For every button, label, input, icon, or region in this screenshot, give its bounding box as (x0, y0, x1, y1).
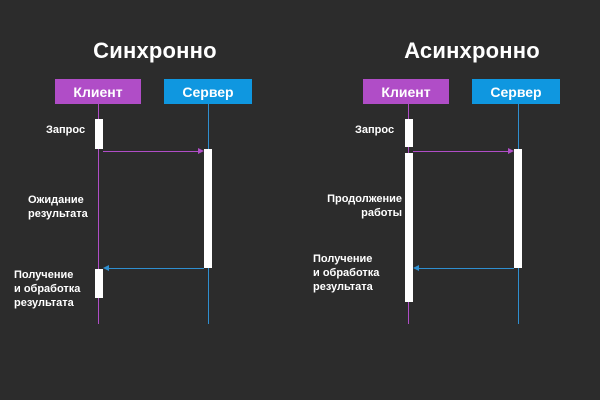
sync-client-box: Клиент (55, 79, 141, 104)
async-server-label: Сервер (490, 83, 542, 100)
sync-client-request-activation (95, 119, 103, 149)
async-request-arrow (413, 151, 509, 152)
async-result-label: Получение и обработка результата (313, 253, 380, 293)
async-server-activation (514, 149, 522, 268)
sync-waiting-label: Ожидание результата (28, 194, 88, 220)
async-client-box: Клиент (363, 79, 449, 104)
sync-server-box: Сервер (164, 79, 252, 104)
async-continue-label: Продолжение работы (327, 193, 402, 219)
sync-server-label: Сервер (182, 83, 234, 100)
async-server-box: Сервер (472, 79, 560, 104)
sync-client-result-activation (95, 269, 103, 298)
sync-server-activation (204, 149, 212, 268)
sync-request-label: Запрос (46, 124, 86, 136)
sync-request-arrow (103, 151, 199, 152)
sync-client-label: Клиент (73, 83, 123, 100)
async-client-label: Клиент (381, 83, 431, 100)
async-client-continue-activation (405, 153, 413, 302)
sync-result-label: Получение и обработка результата (14, 269, 81, 309)
async-title: Асинхронно (404, 38, 540, 63)
async-response-arrow (419, 268, 514, 269)
sync-client-lifeline (98, 104, 99, 324)
async-response-arrowhead (413, 265, 419, 271)
async-request-arrowhead (508, 148, 514, 154)
async-client-request-activation (405, 119, 413, 147)
async-request-label: Запрос (355, 124, 395, 136)
sync-title: Синхронно (93, 38, 217, 63)
sync-request-arrowhead (198, 148, 204, 154)
sync-response-arrowhead (103, 265, 109, 271)
sync-response-arrow (109, 268, 204, 269)
